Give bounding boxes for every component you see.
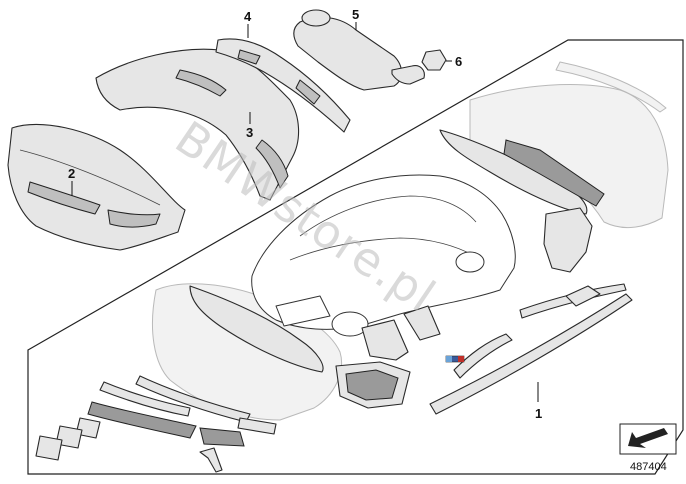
callout-1: 1: [535, 406, 542, 421]
pointer-arrow-icon: [619, 423, 677, 455]
kit-group-frame: [27, 39, 684, 475]
callout-4: 4: [244, 9, 252, 24]
callout-3: 3: [246, 125, 253, 140]
kit-rear-carrier: [439, 129, 605, 273]
kit-front-carrier: [189, 285, 324, 373]
bracket-part-6[interactable]: [421, 49, 447, 71]
callout-2: 2: [68, 166, 75, 181]
callout-5: 5: [352, 7, 359, 22]
document-number: 487404: [630, 461, 667, 473]
kit-front-inserts: [335, 305, 441, 409]
m-badge: [445, 355, 465, 363]
exhaust-silencer-part-5[interactable]: [293, 9, 425, 91]
front-bumper-part-2[interactable]: [7, 123, 186, 251]
kit-side-skirt: [429, 283, 633, 415]
kit-lower-grilles: [35, 375, 277, 473]
callout-6: 6: [455, 54, 462, 69]
rear-diffuser-part-4[interactable]: [215, 38, 351, 133]
car-body: [251, 174, 516, 337]
rear-bumper-part-3[interactable]: [95, 48, 300, 201]
